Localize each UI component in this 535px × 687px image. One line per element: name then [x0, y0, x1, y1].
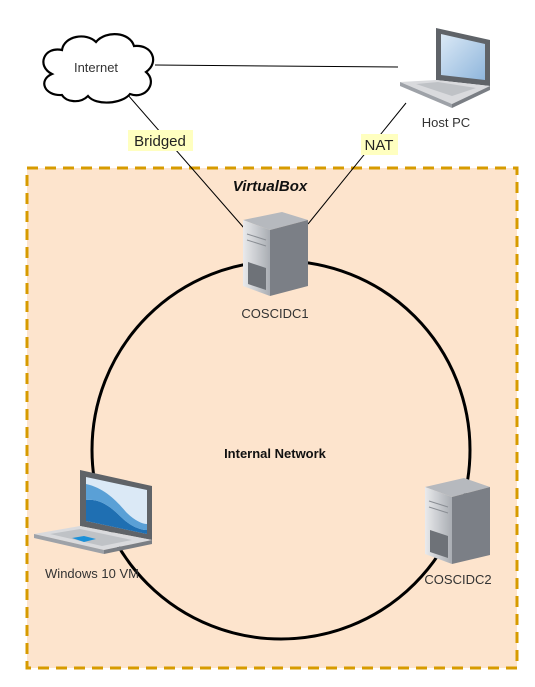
laptop-icon — [400, 28, 490, 108]
coscidc1-label: COSCIDC1 — [241, 306, 308, 321]
internet-host-link — [154, 64, 399, 68]
bridged-label-bg — [128, 130, 193, 151]
bridged-link — [126, 93, 245, 229]
virtualbox-title: VirtualBox — [233, 178, 308, 195]
host-pc-label: Host PC — [422, 115, 470, 130]
bridged-label: Bridged — [134, 133, 186, 150]
cloud-icon — [42, 33, 155, 104]
server-icon — [425, 478, 490, 564]
server-icon — [243, 212, 308, 296]
coscidc2-label: COSCIDC2 — [424, 572, 491, 587]
nat-label: NAT — [365, 137, 394, 154]
laptop-icon — [34, 470, 152, 554]
nat-link — [307, 102, 407, 225]
nat-label-bg — [361, 134, 398, 155]
internet-label: Internet — [74, 60, 118, 75]
windows-vm-label: Windows 10 VM — [45, 566, 139, 581]
internal-network-label: Internal Network — [224, 446, 327, 461]
